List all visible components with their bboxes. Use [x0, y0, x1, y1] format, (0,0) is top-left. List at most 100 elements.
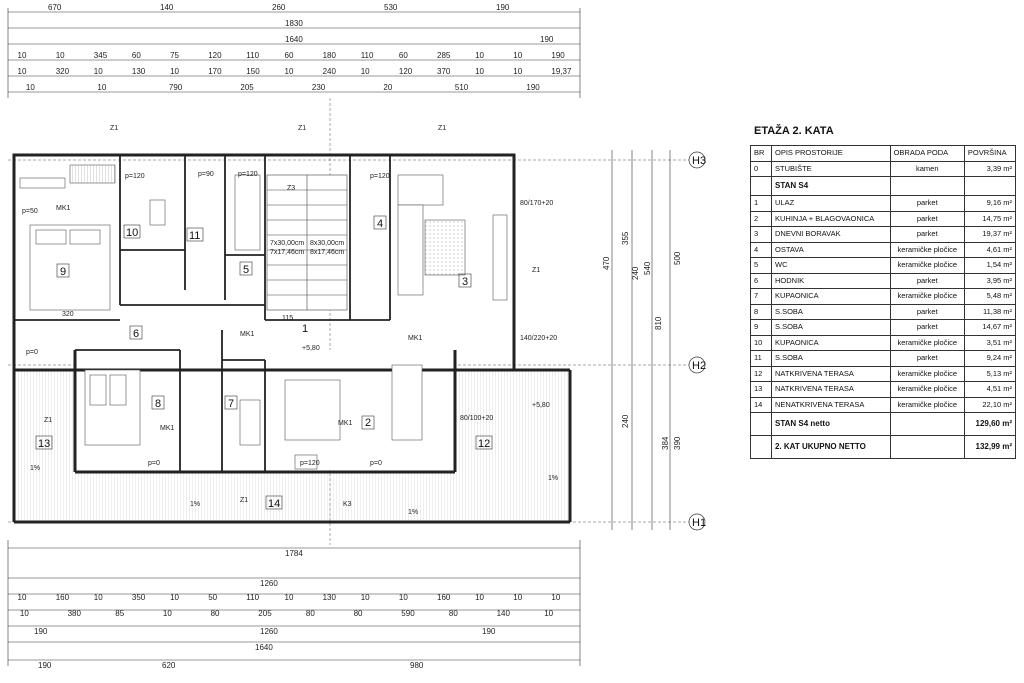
row-floor: parket	[889, 303, 965, 320]
room-number-8: 8	[155, 398, 161, 410]
bottom-width-190c: 190	[38, 661, 52, 670]
dimension-text: 130	[132, 67, 146, 76]
door-label: p=120	[300, 460, 320, 467]
dimension-text: 180	[323, 51, 337, 60]
dimension-text: 320	[56, 67, 70, 76]
dimension-text: 345	[94, 51, 108, 60]
row-area: 4,51 m²	[963, 381, 1017, 398]
dimension-text: 60	[285, 51, 294, 60]
row-area: 3,95 m²	[963, 272, 1017, 289]
row-num: 5	[750, 257, 772, 274]
row-name: DNEVNI BORAVAK	[771, 226, 891, 243]
axis-h1: H1	[688, 513, 706, 531]
room-number-11: 11	[189, 230, 200, 242]
dimension-text: 80	[449, 609, 458, 618]
room-number-5: 5	[243, 264, 249, 276]
dimension-text: 140	[497, 609, 511, 618]
room-number-1: 1	[302, 323, 308, 335]
opening-label: 80/100+20	[460, 415, 493, 422]
dimension-text: 160	[56, 593, 70, 602]
dimension-text: 190	[496, 3, 510, 12]
right-dim-540: 540	[643, 261, 652, 275]
room-number-4: 4	[377, 218, 383, 230]
row-name: WC	[771, 257, 891, 274]
header-name: OPIS PROSTORIJE	[771, 145, 891, 162]
dimension-text: 380	[68, 609, 82, 618]
tag-mk1: MK1	[240, 331, 255, 338]
row-num: 6	[750, 272, 772, 289]
row-area: 19,37 m²	[963, 226, 1017, 243]
dimension-text: 240	[323, 67, 337, 76]
room-table-totals: STAN S4 netto 129,60 m² 2. KAT UKUPNO NE…	[750, 412, 1017, 459]
dimension-text: 60	[132, 51, 141, 60]
row-area: 9,24 m²	[963, 350, 1017, 367]
dimension-text: 190	[540, 35, 554, 44]
door-label: p=90	[198, 171, 214, 178]
row-floor: parket	[889, 319, 965, 336]
dimension-text: 80	[211, 609, 220, 618]
dimension-text: 160	[437, 593, 451, 602]
stair-label: 8x17,46cm	[310, 249, 344, 256]
slope-label: 1%	[30, 465, 40, 472]
dimension-text: 10	[544, 609, 553, 618]
dimension-text: 10	[475, 593, 484, 602]
tag-z1: Z1	[240, 497, 248, 504]
dimension-text: 10	[170, 67, 179, 76]
dimension-text: 10	[361, 593, 370, 602]
header-br: BR	[750, 145, 772, 162]
door-label: p=120	[370, 173, 390, 180]
row-area: 14,67 m²	[963, 319, 1017, 336]
opening-label: 140/220+20	[520, 335, 557, 342]
room-table: BR OPIS PROSTORIJE OBRADA PODA POVRŠINA …	[750, 145, 1017, 459]
axis-label-h1: H1	[692, 517, 706, 529]
dimension-text: 205	[258, 609, 272, 618]
dimension-text: 790	[169, 83, 183, 92]
bottom-width-190b: 190	[482, 627, 496, 636]
row-area: 3,51 m²	[963, 334, 1017, 351]
bottom-total-width: 1784	[285, 549, 303, 558]
room-legend: ETAŽA 2. KATA BR OPIS PROSTORIJE OBRADA …	[750, 125, 1017, 459]
row-name: S.SOBA	[771, 350, 891, 367]
room-number-2: 2	[365, 417, 371, 429]
room-number-10: 10	[126, 227, 138, 239]
dimension-text: 10	[475, 51, 484, 60]
row-name: KUHINJA + BLAGOVAONICA	[771, 210, 891, 227]
right-dim-810: 810	[654, 316, 663, 330]
dimension-text: 205	[240, 83, 254, 92]
section-label: STAN S4	[771, 176, 891, 196]
dimension-text: 285	[437, 51, 451, 60]
room-number-13: 13	[38, 438, 50, 450]
row-num: 8	[750, 303, 772, 320]
dimension-text: 50	[208, 593, 217, 602]
tag-mk1: MK1	[56, 205, 71, 212]
total-area: 132,99 m²	[963, 435, 1017, 459]
dimension-text: 120	[208, 51, 222, 60]
dimension-text: 10	[361, 67, 370, 76]
tag-mk1: MK1	[408, 335, 423, 342]
row-floor: keramičke pločice	[889, 334, 965, 351]
staircase	[266, 174, 348, 311]
row-area: 9,16 m²	[963, 195, 1017, 212]
dimension-text: 110	[246, 51, 259, 60]
row-num: 4	[750, 241, 772, 258]
dimension-text: 1830	[285, 19, 303, 28]
inner-dim: 320	[62, 311, 74, 318]
row-floor: kamen	[889, 160, 965, 177]
dimension-text: 150	[246, 67, 260, 76]
level-mark: +5,80	[532, 402, 550, 409]
room-number-7: 7	[228, 398, 234, 410]
row-name: NENATKRIVENA TERASA	[771, 396, 891, 413]
dimension-text: 1640	[285, 35, 303, 44]
row-floor: keramičke pločice	[889, 241, 965, 258]
header-area: POVRŠINA	[963, 145, 1017, 162]
dimension-text: 80	[354, 609, 363, 618]
room-number-3: 3	[462, 276, 468, 288]
dimension-text: 130	[323, 593, 337, 602]
